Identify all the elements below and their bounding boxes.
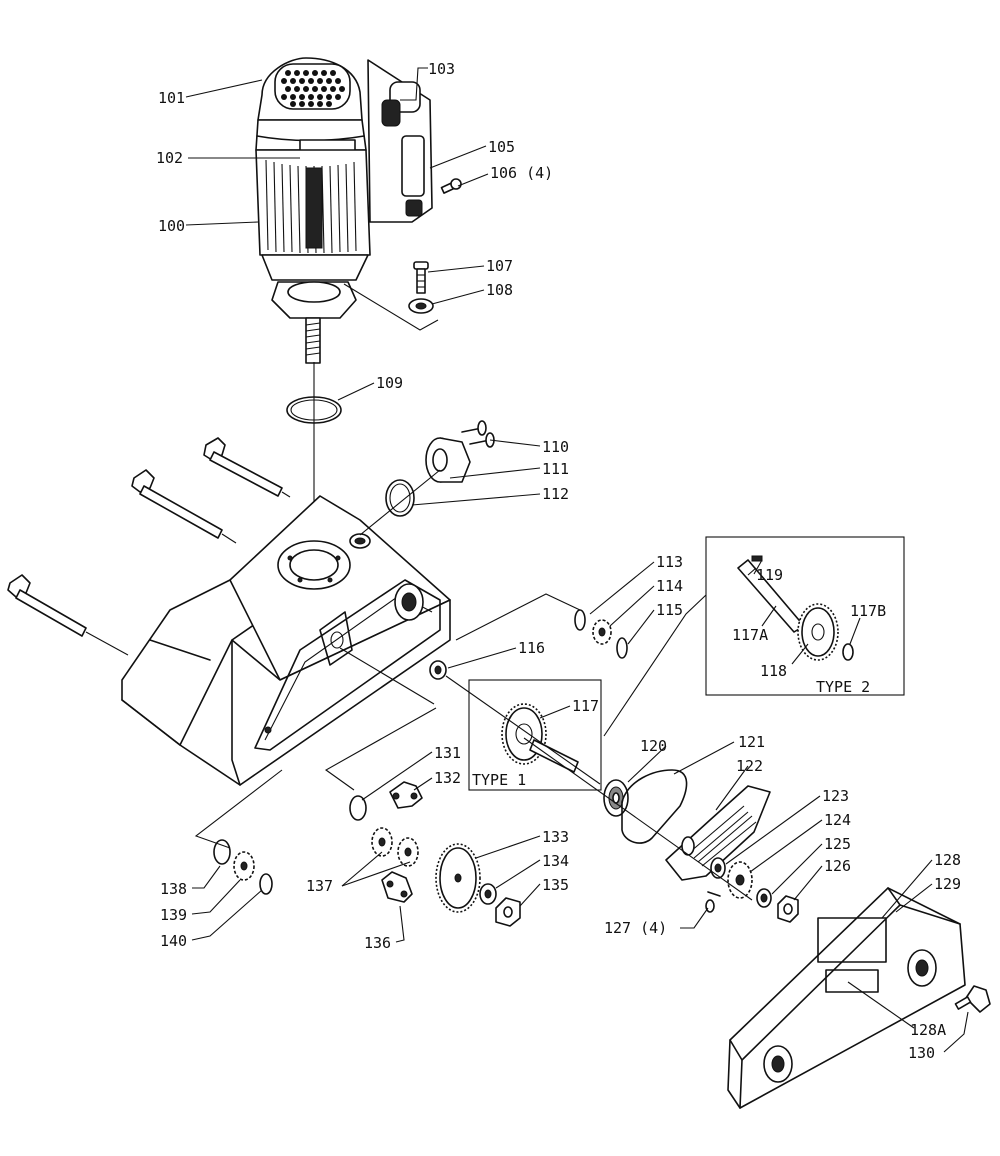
gear-117 (501, 703, 579, 773)
motor-assembly (255, 57, 462, 364)
label-plate-128 (817, 917, 887, 963)
bolt-107 (413, 261, 429, 294)
label-109: 109 (376, 374, 403, 392)
part-labels: 101 102 100 103 105 106 (4) 107 108 109 … (156, 60, 961, 1062)
screw-106 (440, 178, 462, 194)
label-127: 127 (4) (604, 919, 667, 937)
label-123: 123 (822, 787, 849, 805)
type-2-frame (705, 536, 905, 696)
label-134: 134 (542, 852, 569, 870)
type-1-caption: TYPE 1 (472, 771, 526, 789)
label-120: 120 (640, 737, 667, 755)
chain-guard-129 (727, 887, 966, 1109)
label-125: 125 (824, 835, 851, 853)
label-114: 114 (656, 577, 683, 595)
label-122: 122 (736, 757, 763, 775)
sprocket-114 (592, 619, 612, 645)
knob-130 (954, 985, 991, 1013)
label-121: 121 (738, 733, 765, 751)
ring-138 (213, 839, 231, 865)
chain-link-132 (389, 781, 423, 809)
nut-126 (777, 895, 799, 923)
washer-108 (408, 298, 434, 314)
label-102: 102 (156, 149, 183, 167)
label-103: 103 (428, 60, 455, 78)
label-119: 119 (756, 566, 783, 584)
motor-junction-box (367, 59, 433, 223)
label-117a: 117A (732, 626, 768, 644)
label-115: 115 (656, 601, 683, 619)
label-107: 107 (486, 257, 513, 275)
screw-127 (705, 891, 721, 913)
gasket-121 (621, 769, 688, 844)
label-plate-128a (825, 969, 879, 993)
screw-110 (461, 420, 495, 448)
label-117b: 117B (850, 602, 886, 620)
label-128: 128 (934, 851, 961, 869)
washer-125 (756, 888, 772, 908)
label-112: 112 (542, 485, 569, 503)
label-135: 135 (542, 876, 569, 894)
type-2-caption: TYPE 2 (816, 678, 870, 696)
label-110: 110 (542, 438, 569, 456)
ring-112 (385, 479, 415, 517)
sprocket-139 (233, 851, 255, 881)
gear-133 (435, 843, 481, 913)
leader-lines (185, 67, 969, 1053)
label-124: 124 (824, 811, 851, 829)
label-130: 130 (908, 1044, 935, 1062)
ring-115 (616, 637, 628, 659)
ring-117b (842, 643, 854, 661)
end-cover-122 (665, 785, 771, 881)
label-128a: 128A (910, 1021, 946, 1039)
label-111: 111 (542, 460, 569, 478)
ring-140 (259, 873, 273, 895)
explosion-lines (194, 593, 753, 901)
washer-134 (479, 883, 497, 905)
label-100: 100 (158, 217, 185, 235)
label-106: 106 (4) (490, 164, 553, 182)
gear-118 (797, 603, 839, 661)
label-108: 108 (486, 281, 513, 299)
washer-123 (710, 857, 726, 879)
label-101: 101 (158, 89, 185, 107)
gearbox-housing (121, 495, 451, 786)
label-113: 113 (656, 553, 683, 571)
label-126: 126 (824, 857, 851, 875)
chain-link-136 (381, 871, 413, 903)
ring-113 (574, 609, 586, 631)
washer-116 (429, 660, 447, 680)
label-132: 132 (434, 769, 461, 787)
o-ring-109 (286, 396, 342, 424)
label-131: 131 (434, 744, 461, 762)
label-139: 139 (160, 906, 187, 924)
label-117: 117 (572, 697, 599, 715)
drive-shaft-top (203, 437, 283, 497)
type-1-frame (468, 679, 602, 791)
sprocket-137 (371, 827, 419, 867)
label-116: 116 (518, 639, 545, 657)
shaft-cover-111 (425, 437, 471, 483)
label-133: 133 (542, 828, 569, 846)
label-118: 118 (760, 662, 787, 680)
label-138: 138 (160, 880, 187, 898)
motor-fan-grille (274, 63, 351, 110)
sprocket-124 (727, 861, 753, 899)
label-105: 105 (488, 138, 515, 156)
label-140: 140 (160, 932, 187, 950)
drive-shaft-middle (131, 469, 223, 539)
label-136: 136 (364, 934, 391, 952)
label-137: 137 (306, 877, 333, 895)
label-129: 129 (934, 875, 961, 893)
ring-131 (349, 795, 367, 821)
key-119 (751, 555, 763, 562)
nut-135 (495, 897, 521, 927)
drive-shaft-bottom (7, 574, 87, 637)
